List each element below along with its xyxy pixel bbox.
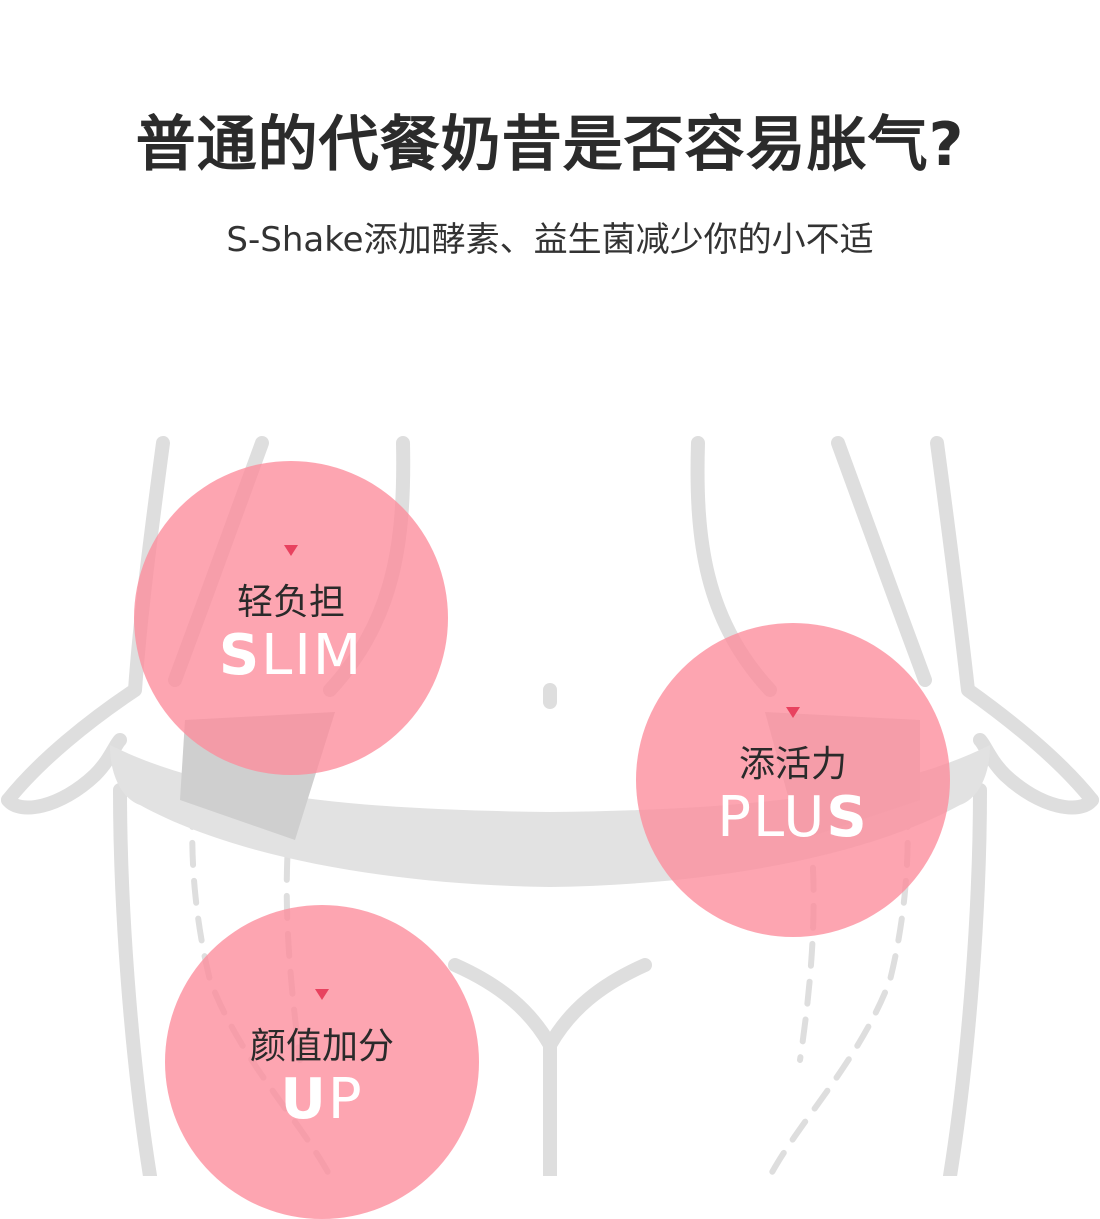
triangle-marker-icon: [786, 707, 800, 718]
badge-up-english: UP: [280, 1067, 364, 1132]
triangle-marker-icon: [315, 989, 329, 1000]
badge-up-label: 颜值加分: [249, 1026, 394, 1067]
left-leg-outline: [113, 783, 157, 1176]
right-arm-outline: [930, 436, 1099, 807]
right-inner-line: [831, 436, 932, 687]
center-right-seam-dashed: [797, 827, 817, 1063]
badge-slim-label: 轻负担: [236, 582, 345, 623]
badge-up: 颜值加分 UP: [165, 905, 479, 1219]
badge-plus-english: PLUS: [717, 785, 869, 850]
badge-slim: 轻负担 SLIM: [134, 461, 448, 775]
page-title: 普通的代餐奶昔是否容易胀气?: [135, 110, 965, 180]
page-subtitle: S-Shake添加酵素、益生菌减少你的小不适: [226, 220, 874, 260]
left-arm-outline: [1, 436, 170, 807]
crotch-outline: [448, 958, 652, 1052]
badge-plus-label: 添活力: [738, 744, 847, 785]
badge-plus: 添活力 PLUS: [636, 623, 950, 937]
badge-slim-english: SLIM: [218, 623, 364, 688]
right-leg-outline: [943, 783, 987, 1176]
triangle-marker-icon: [284, 545, 298, 556]
